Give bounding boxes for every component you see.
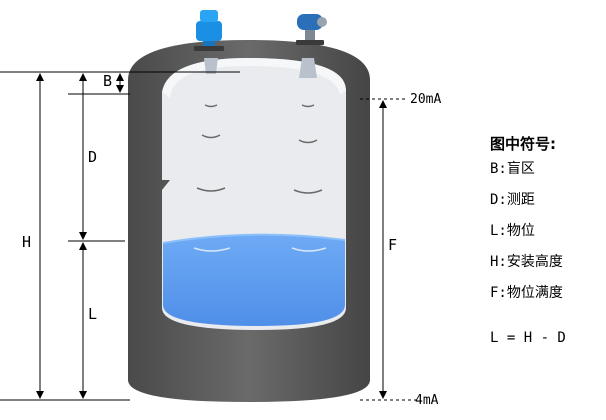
dimension-arrows [36,73,387,399]
label-L: L [88,305,97,323]
radar-level-sensor-icon [194,10,224,51]
liquid [163,234,345,326]
label-20mA: 20mA [410,92,441,107]
label-F: F [388,236,397,254]
label-H: H [22,233,31,251]
legend-item-B: B:盲区 [490,161,535,177]
legend-item-L: L:物位 [490,223,535,239]
label-D: D [88,148,97,166]
dimension-labels: B D H L F 20mA 4mA [22,72,441,408]
radar-waves-right [291,104,327,252]
legend-title: 图中符号: [490,135,556,153]
transmitter-sensor-icon [296,14,327,45]
label-B: B [103,72,112,90]
label-4mA: 4mA [415,393,439,408]
radar-waves-left [193,104,231,252]
legend-item-H: H:安装高度 [490,254,563,270]
legend-item-D: D:测距 [490,192,535,208]
antenna-right [299,58,317,78]
legend-formula: L = H - D [490,330,566,346]
reference-lines [0,71,420,401]
liquid-surface [162,233,346,244]
tank [128,40,370,402]
legend: 图中符号: B:盲区 D:测距 L:物位 H:安装高度 F:物位满度 L = H… [490,133,602,346]
legend-item-F: F:物位满度 [490,285,563,301]
antenna-left [204,58,218,74]
